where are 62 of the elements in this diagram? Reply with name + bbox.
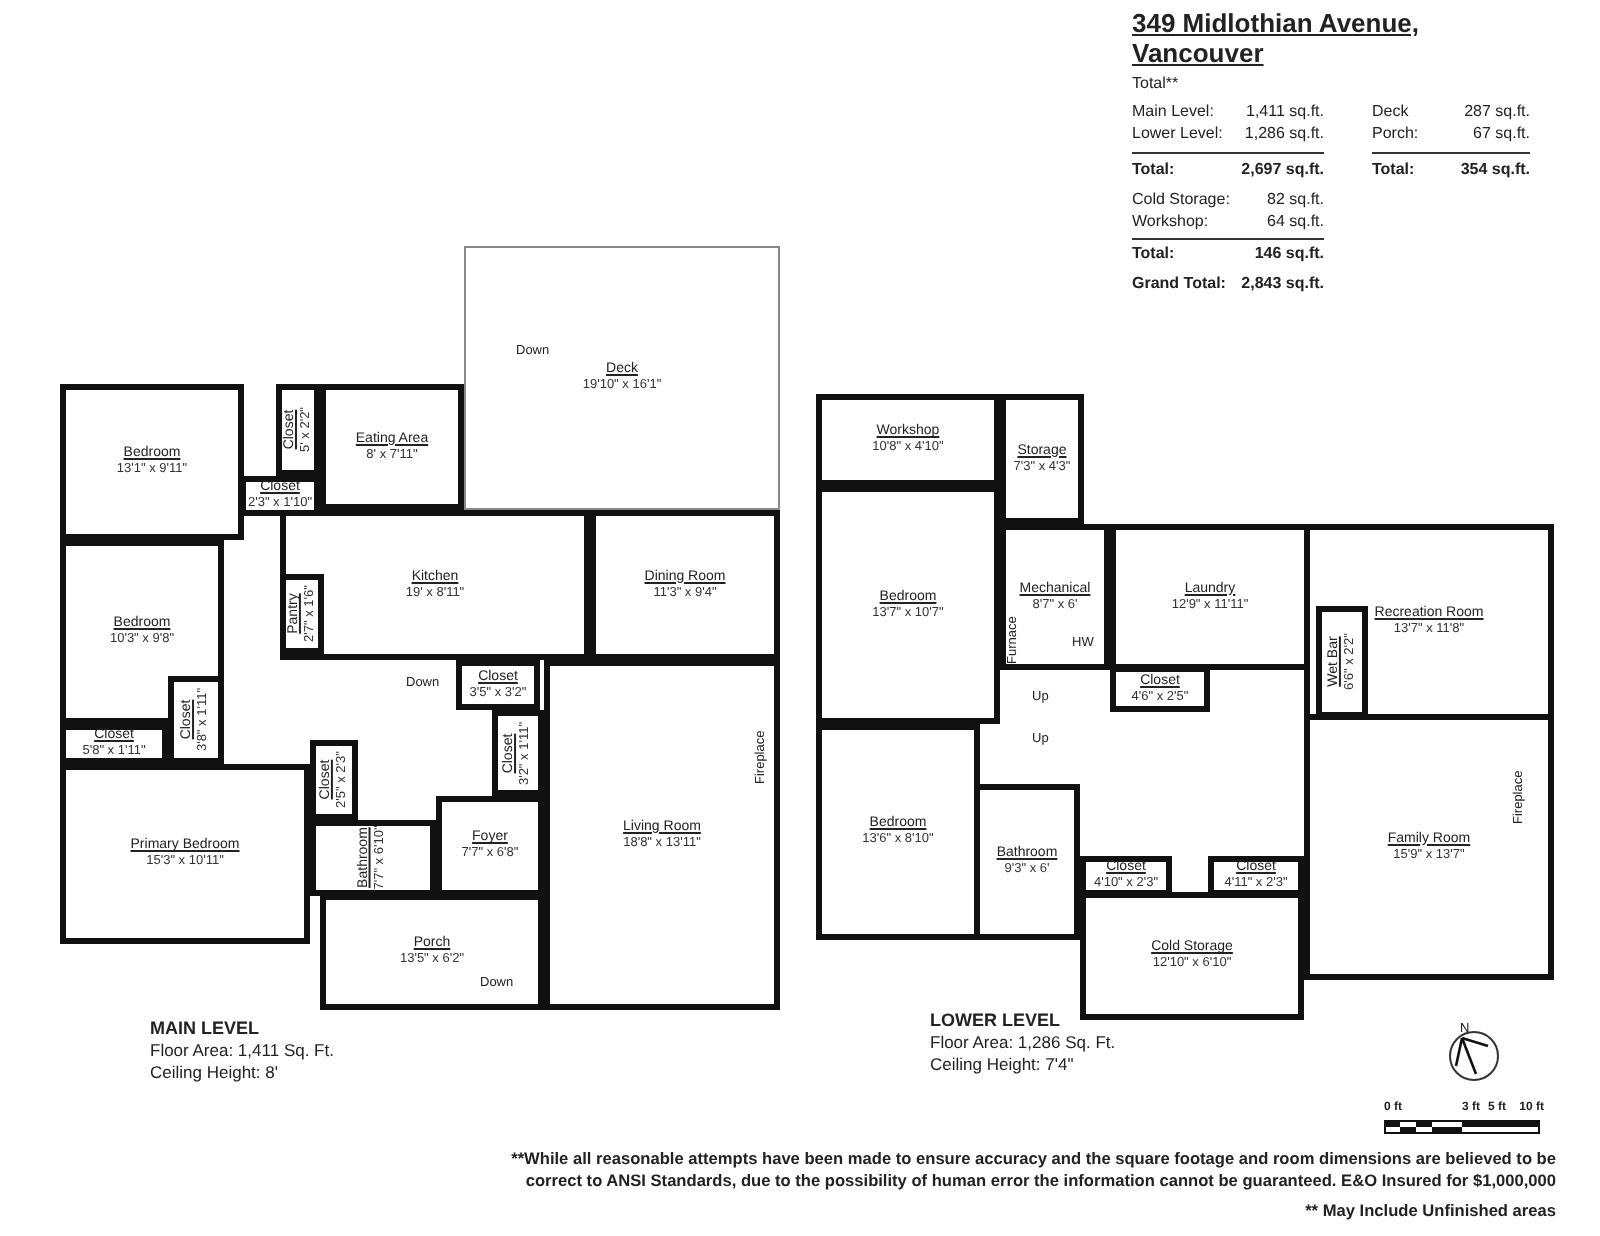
area-figure: Cold Storage:	[1132, 192, 1230, 210]
room-outline	[310, 820, 436, 896]
area-total: Total:	[1372, 162, 1415, 180]
level-caption: Floor Area: 1,411 Sq. Ft.	[150, 1042, 334, 1061]
level-heading: MAIN LEVEL	[150, 1020, 260, 1040]
room-outline	[974, 784, 1080, 940]
room-outline	[320, 384, 464, 510]
area-figure: Porch:	[1372, 126, 1419, 144]
area-figure: Total**	[1132, 76, 1179, 94]
room-outline	[310, 740, 358, 820]
area-figure: 287 sq.ft.	[1464, 104, 1530, 122]
area-total: 2,697 sq.ft.	[1241, 162, 1324, 180]
room-outline	[168, 676, 224, 764]
room-outline	[280, 510, 590, 660]
area-figure: 82 sq.ft.	[1267, 192, 1324, 210]
room-outline	[456, 660, 540, 710]
room-outline	[276, 384, 320, 476]
area-figure: 1,286 sq.ft.	[1244, 126, 1324, 144]
area-total: Total:	[1132, 162, 1175, 180]
room-outline	[1304, 714, 1554, 980]
room-outline	[816, 724, 980, 940]
room-outline	[816, 486, 1000, 724]
note: ** May Include Unfinished areas	[1305, 1202, 1556, 1221]
room-outline	[1000, 524, 1110, 670]
room-outline	[1110, 666, 1210, 712]
room-outline	[280, 574, 324, 654]
room-outline	[1316, 606, 1368, 718]
room-outline	[60, 764, 310, 944]
level-heading: LOWER LEVEL	[930, 1012, 1060, 1032]
area-total: Total:	[1132, 246, 1175, 264]
room-outline	[544, 660, 780, 1010]
level-caption: Ceiling Height: 7'4"	[930, 1056, 1074, 1075]
room-outline	[1080, 856, 1172, 896]
level-caption: Floor Area: 1,286 Sq. Ft.	[930, 1034, 1116, 1053]
area-total: 146 sq.ft.	[1254, 246, 1324, 264]
disclaimer-note: **While all reasonable attempts have been made to ensure accuracy and the square footage and room dimensions are believed to be correct to ANSI Standards, due to the possibility of human error the information cannot be guaranteed. E&O Insured for $1,000,000	[509, 1148, 1556, 1192]
room-outline	[1000, 394, 1084, 524]
deck-outline	[464, 246, 780, 510]
area-figure: Deck	[1372, 104, 1409, 122]
area-figure: 1,411 sq.ft.	[1246, 104, 1324, 122]
area-figure: 64 sq.ft.	[1267, 214, 1324, 232]
room-outline	[1080, 892, 1304, 1020]
room-outline	[240, 476, 320, 516]
room-outline	[492, 710, 544, 796]
level-caption: Ceiling Height: 8'	[150, 1064, 278, 1083]
room-outline	[60, 384, 244, 540]
area-figure: Main Level:	[1132, 104, 1214, 122]
area-figure: Workshop:	[1132, 214, 1209, 232]
area-total: Grand Total:	[1132, 276, 1226, 294]
room-outline	[1208, 856, 1304, 896]
room-outline	[436, 796, 544, 896]
room-outline	[320, 894, 544, 1010]
title: 349 Midlothian Avenue, Vancouver	[1132, 10, 1422, 70]
room-outline	[816, 394, 1000, 486]
area-total: 354 sq.ft.	[1460, 162, 1530, 180]
room-outline	[1304, 524, 1554, 720]
area-figure: Lower Level:	[1132, 126, 1223, 144]
room-outline	[1110, 524, 1310, 670]
area-figure: 67 sq.ft.	[1473, 126, 1530, 144]
room-outline	[590, 510, 780, 660]
area-total: 2,843 sq.ft.	[1241, 276, 1324, 294]
room-outline	[60, 724, 168, 764]
